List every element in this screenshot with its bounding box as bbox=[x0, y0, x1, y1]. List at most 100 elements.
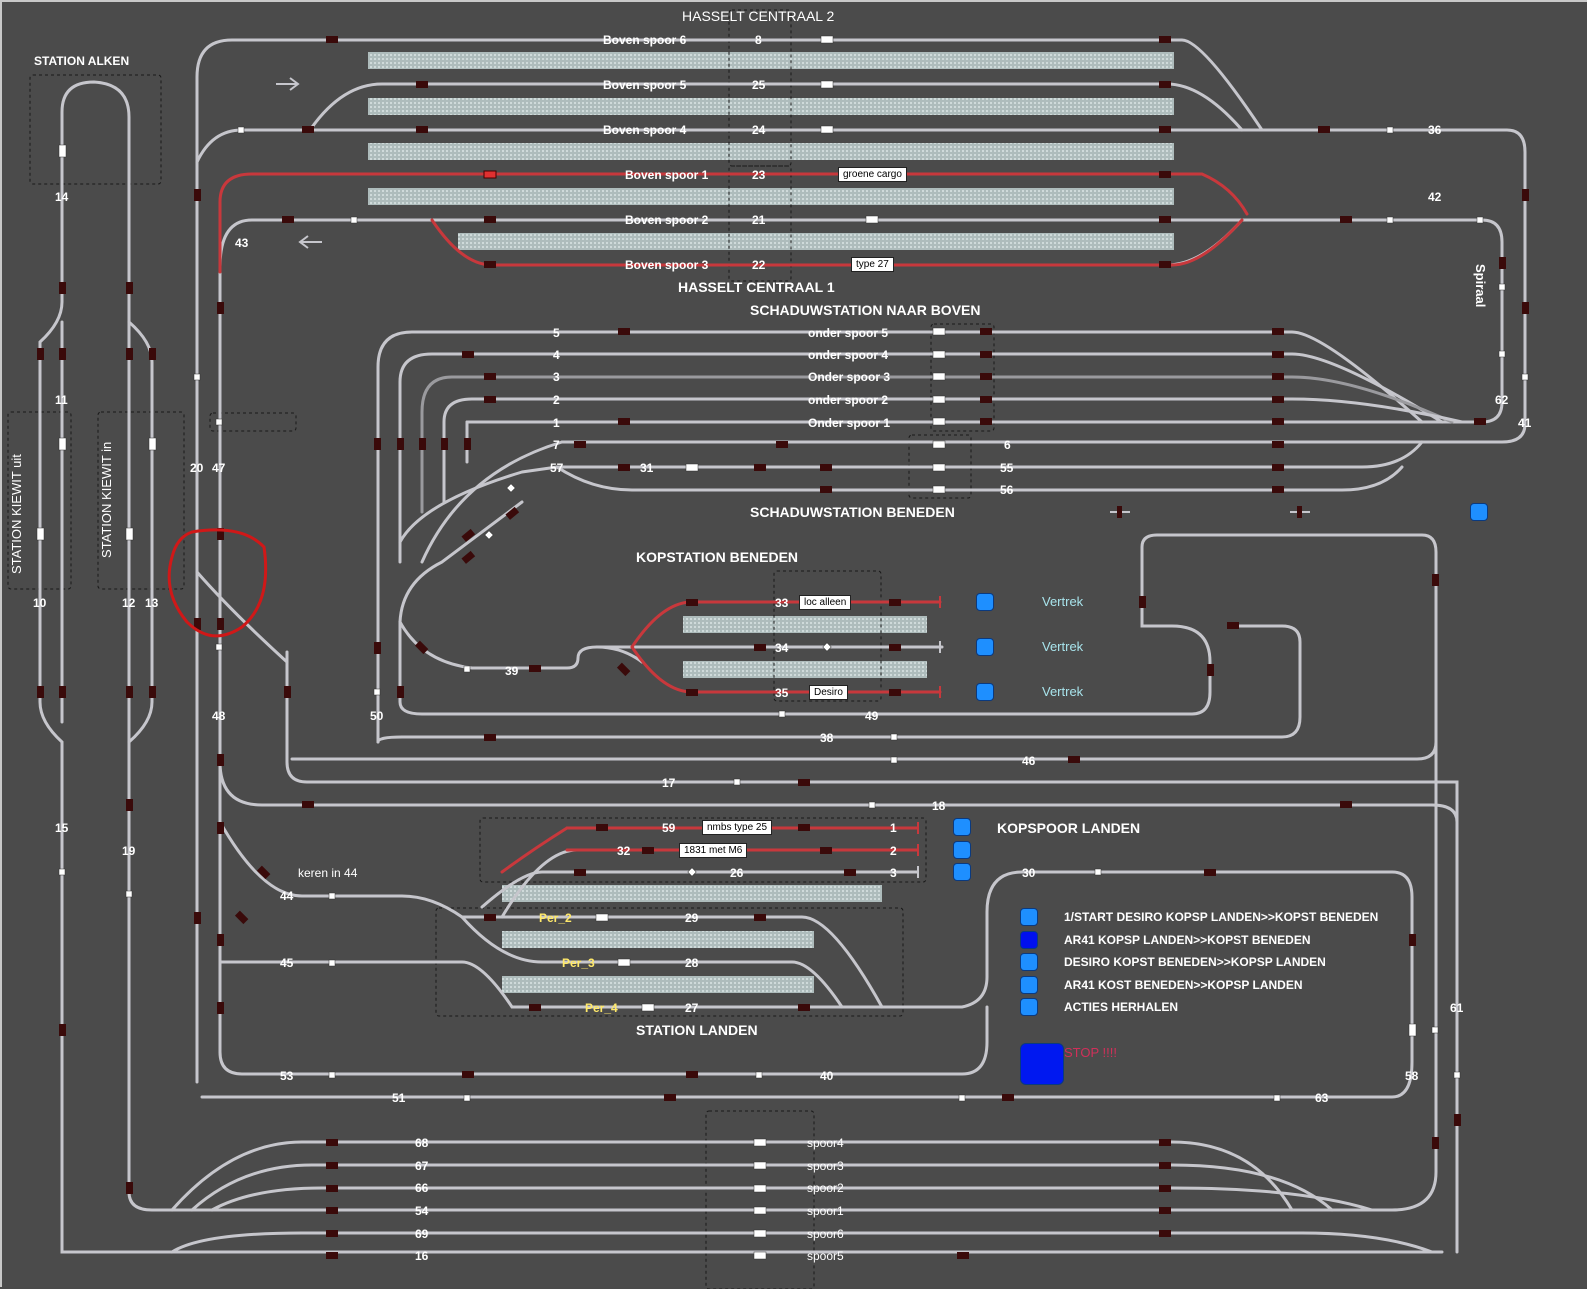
block-number: 56 bbox=[1000, 483, 1014, 497]
train-tag[interactable]: nmbs type 25 bbox=[702, 820, 773, 835]
track-name: spoor2 bbox=[807, 1181, 844, 1195]
buffer-stops bbox=[917, 596, 941, 878]
action-button-herhalen[interactable] bbox=[1020, 998, 1038, 1016]
track-number: 21 bbox=[752, 213, 766, 227]
block-number: 44 bbox=[280, 889, 294, 903]
label-hasselt-centraal-2: HASSELT CENTRAAL 2 bbox=[682, 8, 835, 24]
track-name: spoor6 bbox=[807, 1227, 844, 1241]
platform-landen-1 bbox=[502, 885, 882, 902]
block-number: 17 bbox=[662, 776, 676, 790]
track-name: Boven spoor 6 bbox=[603, 33, 687, 47]
label-spiraal: Spiraal bbox=[1473, 264, 1488, 308]
vertrek-button-34[interactable] bbox=[976, 638, 994, 656]
frame-hc2 bbox=[728, 9, 792, 167]
track-name: Boven spoor 1 bbox=[625, 168, 709, 182]
label-kopspoor-landen: KOPSPOOR LANDEN bbox=[997, 820, 1141, 836]
block-number: 38 bbox=[820, 731, 834, 745]
block-number: 36 bbox=[1428, 123, 1442, 137]
vertrek-button-35[interactable] bbox=[976, 683, 994, 701]
train-tag[interactable]: 1831 met M6 bbox=[679, 843, 748, 858]
block-number: 18 bbox=[932, 799, 946, 813]
block-number: 11 bbox=[55, 393, 68, 407]
annotation-circle bbox=[167, 528, 268, 638]
schaduw-beneden-button[interactable] bbox=[1470, 503, 1488, 521]
block-number: 46 bbox=[1022, 754, 1036, 768]
track-number: 69 bbox=[415, 1227, 429, 1241]
track-number: 16 bbox=[415, 1249, 429, 1263]
track-number: 1 bbox=[553, 416, 560, 430]
block-number: 49 bbox=[865, 709, 879, 723]
platform-hc1-1 bbox=[368, 188, 1174, 205]
track-number: 24 bbox=[752, 123, 766, 137]
action-label: AR41 KOST BENEDEN>>KOPSP LANDEN bbox=[1064, 978, 1303, 992]
label-schaduw-boven: SCHADUWSTATION NAAR BOVEN bbox=[750, 302, 981, 318]
platform-landen-3 bbox=[502, 976, 814, 993]
label-keren: keren in 44 bbox=[298, 866, 358, 880]
vertrek-label: Vertrek bbox=[1042, 594, 1084, 609]
label-schaduw-beneden: SCHADUWSTATION BENEDEN bbox=[750, 504, 955, 520]
action-button-desiro-kopst[interactable] bbox=[1020, 953, 1038, 971]
block-number: 27 bbox=[685, 1001, 699, 1015]
track-name: Boven spoor 2 bbox=[625, 213, 709, 227]
block-number: 1 bbox=[890, 821, 897, 835]
frame-kiewit-in bbox=[97, 411, 185, 590]
track-number: 54 bbox=[415, 1204, 429, 1218]
track-name: spoor4 bbox=[807, 1136, 844, 1150]
platform-label: Per_3 bbox=[562, 956, 595, 970]
track-name: onder spoor 5 bbox=[808, 326, 889, 340]
track-name: onder spoor 2 bbox=[808, 393, 889, 407]
kopspoor-button-2[interactable] bbox=[953, 841, 971, 859]
track-name: spoor3 bbox=[807, 1159, 844, 1173]
block-number: 40 bbox=[820, 1069, 834, 1083]
block-number: 19 bbox=[122, 844, 136, 858]
train-tag[interactable]: type 27 bbox=[851, 257, 894, 272]
kopspoor-button-1[interactable] bbox=[953, 818, 971, 836]
occupied-marker bbox=[483, 170, 497, 179]
train-tag[interactable]: groene cargo bbox=[838, 167, 907, 182]
action-label: AR41 KOPSP LANDEN>>KOPST BENEDEN bbox=[1064, 933, 1311, 947]
block-number: 39 bbox=[505, 664, 519, 678]
block-number: 34 bbox=[775, 641, 789, 655]
block-number: 42 bbox=[1428, 190, 1442, 204]
block-number: 61 bbox=[1450, 1001, 1464, 1015]
track-number: 25 bbox=[752, 78, 766, 92]
frame-kopspoor-landen bbox=[479, 817, 927, 883]
kopspoor-button-3[interactable] bbox=[953, 863, 971, 881]
block-number: 33 bbox=[775, 596, 789, 610]
train-tag[interactable]: loc alleen bbox=[799, 595, 852, 610]
block-number: 41 bbox=[1518, 416, 1532, 430]
action-button-start-desiro[interactable] bbox=[1020, 908, 1038, 926]
block-number: 43 bbox=[235, 236, 249, 250]
vertrek-button-33[interactable] bbox=[976, 593, 994, 611]
block-number: 51 bbox=[392, 1091, 406, 1105]
block-number: 53 bbox=[280, 1069, 294, 1083]
action-label: ACTIES HERHALEN bbox=[1064, 1000, 1179, 1014]
platforms bbox=[368, 52, 1174, 993]
action-button-ar41-kopsp[interactable] bbox=[1020, 931, 1038, 949]
platform-label: Per_2 bbox=[539, 911, 572, 925]
action-button-ar41-kost[interactable] bbox=[1020, 976, 1038, 994]
platform-kopstation-2 bbox=[683, 661, 927, 678]
block-number: 35 bbox=[775, 686, 789, 700]
track-name: onder spoor 4 bbox=[808, 348, 889, 362]
track-number: 23 bbox=[752, 168, 766, 182]
platform-hc2-3 bbox=[368, 143, 1174, 160]
platform-label: Per_4 bbox=[585, 1001, 618, 1015]
block-number: 57 bbox=[550, 461, 564, 475]
stop-button[interactable] bbox=[1020, 1043, 1064, 1085]
track-number: 68 bbox=[415, 1136, 429, 1150]
train-tag[interactable]: Desiro bbox=[809, 685, 848, 700]
direction-arrows bbox=[276, 77, 322, 249]
block-number: 15 bbox=[55, 821, 69, 835]
track-name: Boven spoor 4 bbox=[603, 123, 687, 137]
vertrek-label: Vertrek bbox=[1042, 639, 1084, 654]
block-number: 29 bbox=[685, 911, 699, 925]
section-markers bbox=[37, 36, 1529, 1259]
block-number: 10 bbox=[33, 596, 47, 610]
frame-47 bbox=[209, 412, 297, 432]
block-number: 6 bbox=[1004, 438, 1011, 452]
label-station-alken: STATION ALKEN bbox=[34, 54, 130, 68]
frame-bottom-yard bbox=[705, 1110, 815, 1289]
